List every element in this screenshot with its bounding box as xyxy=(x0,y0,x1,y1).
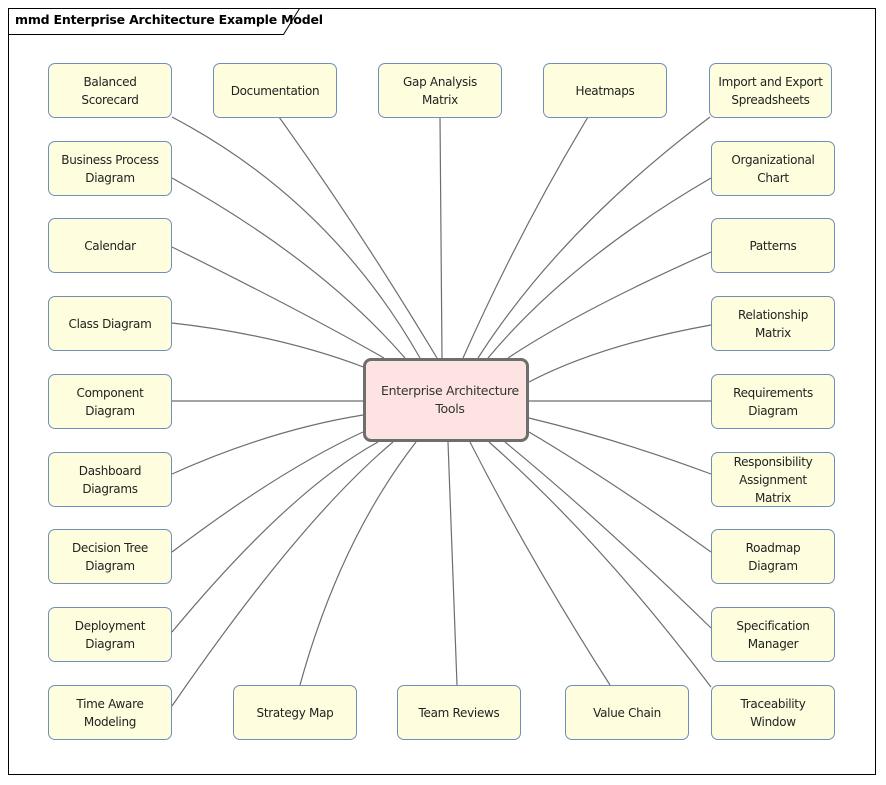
node-decision-tree-diagram[interactable]: Decision Tree Diagram xyxy=(48,529,172,584)
node-patterns[interactable]: Patterns xyxy=(711,218,835,273)
connector-heatmaps[interactable] xyxy=(462,116,589,359)
node-label: Calendar xyxy=(84,238,136,253)
node-label: Business Process Diagram xyxy=(61,152,159,185)
title-tab-outline xyxy=(8,8,300,35)
node-label: Value Chain xyxy=(593,705,661,720)
node-label: Strategy Map xyxy=(256,705,334,720)
diagram-title: mmd Enterprise Architecture Example Mode… xyxy=(15,12,323,27)
node-label: Roadmap Diagram xyxy=(745,540,801,573)
node-label: Component Diagram xyxy=(76,385,144,418)
node-label: Responsibility Assignment Matrix xyxy=(733,454,813,505)
node-label: Team Reviews xyxy=(418,705,500,720)
connector-specification-manager[interactable] xyxy=(504,441,712,629)
node-label: Requirements Diagram xyxy=(733,385,813,418)
node-label: Dashboard Diagrams xyxy=(78,463,142,496)
node-specification-manager[interactable]: Specification Manager xyxy=(711,607,835,662)
node-heatmaps[interactable]: Heatmaps xyxy=(543,63,667,118)
node-traceability-window[interactable]: Traceability Window xyxy=(711,685,835,740)
connector-relationship-matrix[interactable] xyxy=(528,324,712,383)
node-business-process-diagram[interactable]: Business Process Diagram xyxy=(48,141,172,196)
node-class-diagram[interactable]: Class Diagram xyxy=(48,296,172,351)
node-label: Balanced Scorecard xyxy=(81,74,139,107)
connector-gap-analysis-matrix[interactable] xyxy=(439,116,443,359)
connector-traceability-window[interactable] xyxy=(488,441,712,688)
node-import-export-spreadsheets[interactable]: Import and Export Spreadsheets xyxy=(709,63,832,118)
node-label: Patterns xyxy=(749,238,797,253)
connector-calendar[interactable] xyxy=(171,246,385,359)
connector-value-chain[interactable] xyxy=(469,441,611,686)
node-calendar[interactable]: Calendar xyxy=(48,218,172,273)
connector-patterns[interactable] xyxy=(507,251,712,359)
connector-strategy-map[interactable] xyxy=(299,441,417,686)
connector-decision-tree-diagram[interactable] xyxy=(171,431,364,553)
connector-documentation[interactable] xyxy=(278,116,438,359)
node-value-chain[interactable]: Value Chain xyxy=(565,685,689,740)
node-strategy-map[interactable]: Strategy Map xyxy=(233,685,357,740)
connector-dashboard-diagrams[interactable] xyxy=(171,414,364,475)
node-responsibility-assignment-matrix[interactable]: Responsibility Assignment Matrix xyxy=(711,452,835,507)
node-dashboard-diagrams[interactable]: Dashboard Diagrams xyxy=(48,452,172,507)
node-label: Class Diagram xyxy=(68,316,152,331)
node-label: Time Aware Modeling xyxy=(76,696,144,729)
node-balanced-scorecard[interactable]: Balanced Scorecard xyxy=(48,63,172,118)
node-label: Gap Analysis Matrix xyxy=(403,74,477,107)
connector-balanced-scorecard[interactable] xyxy=(171,116,421,359)
connector-class-diagram[interactable] xyxy=(171,322,367,369)
node-team-reviews[interactable]: Team Reviews xyxy=(397,685,521,740)
connector-roadmap-diagram[interactable] xyxy=(528,431,712,553)
connector-team-reviews[interactable] xyxy=(447,441,458,686)
node-label: Relationship Matrix xyxy=(737,307,809,340)
connector-time-aware-modeling[interactable] xyxy=(171,441,394,707)
node-gap-analysis-matrix[interactable]: Gap Analysis Matrix xyxy=(378,63,502,118)
node-organizational-chart[interactable]: Organizational Chart xyxy=(711,141,835,196)
node-relationship-matrix[interactable]: Relationship Matrix xyxy=(711,296,835,351)
connector-responsibility-assignment-matrix[interactable] xyxy=(528,417,712,475)
node-component-diagram[interactable]: Component Diagram xyxy=(48,374,172,429)
node-label: Organizational Chart xyxy=(731,152,815,185)
node-deployment-diagram[interactable]: Deployment Diagram xyxy=(48,607,172,662)
connector-organizational-chart[interactable] xyxy=(487,177,712,359)
connector-import-export-spreadsheets[interactable] xyxy=(477,116,711,359)
node-label: Specification Manager xyxy=(736,618,810,651)
node-roadmap-diagram[interactable]: Roadmap Diagram xyxy=(711,529,835,584)
node-label: Deployment Diagram xyxy=(74,618,146,651)
node-requirements-diagram[interactable]: Requirements Diagram xyxy=(711,374,835,429)
node-label: Decision Tree Diagram xyxy=(71,540,148,573)
center-node-ea-tools[interactable]: Enterprise Architecture Tools xyxy=(363,358,529,442)
node-label: Traceability Window xyxy=(740,696,806,729)
node-label: Documentation xyxy=(230,83,320,98)
connector-deployment-diagram[interactable] xyxy=(171,441,379,633)
node-label: Import and Export Spreadsheets xyxy=(718,74,823,107)
node-documentation[interactable]: Documentation xyxy=(213,63,337,118)
node-time-aware-modeling[interactable]: Time Aware Modeling xyxy=(48,685,172,740)
center-node-label: Enterprise Architecture Tools xyxy=(381,383,519,416)
node-label: Heatmaps xyxy=(575,83,635,98)
connector-business-process-diagram[interactable] xyxy=(171,177,406,359)
